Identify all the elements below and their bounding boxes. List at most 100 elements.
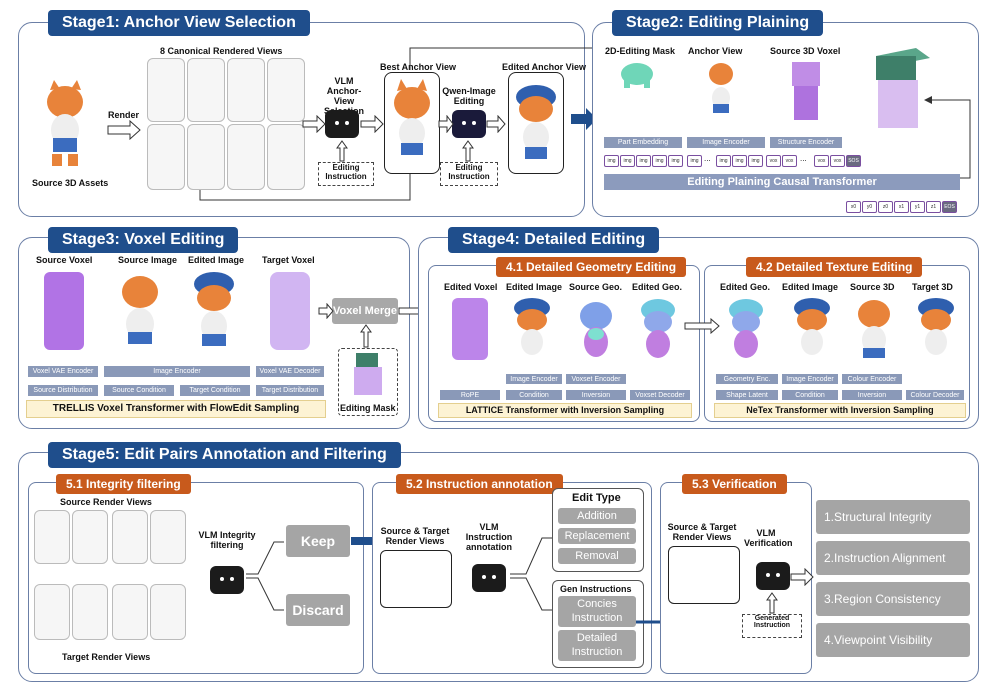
canonical-view-thumb: [147, 58, 185, 122]
structure-encoder-box: Structure Encoder: [770, 137, 842, 148]
source-voxel-label: Source 3D Voxel: [770, 46, 841, 56]
output-token: y1: [910, 201, 925, 213]
qwen-label: Qwen-Image Editing: [442, 86, 496, 106]
stage1-title: Stage1: Anchor View Selection: [48, 10, 310, 36]
canonical-view-thumb: [187, 58, 225, 122]
output-token: x0: [846, 201, 861, 213]
s5-target-thumb: [112, 584, 148, 640]
verification-title: 5.3 Verification: [682, 474, 787, 494]
to-anchor-arrow: [360, 115, 384, 133]
s4-geo-col: Source Geo.: [569, 282, 623, 292]
s4-tex-col: Source 3D: [850, 282, 895, 292]
gen-instr-label: Gen Instructions: [560, 584, 632, 594]
voxel-merge-box: Voxel Merge: [332, 298, 398, 324]
s5-source-thumb: [72, 510, 108, 564]
canonical-view-thumb: [267, 58, 305, 122]
s4-image-encoder: Image Encoder: [506, 374, 562, 384]
render-label: Render: [108, 110, 140, 120]
check-item: 4.Viewpoint Visibility: [816, 623, 970, 657]
image-encoder-box: Image Encoder: [687, 137, 765, 148]
token-ellipsis: ...: [800, 154, 807, 163]
stage1-loop-lines: [199, 44, 610, 201]
netex-transformer-bar: NeTex Transformer with Inversion Samplin…: [714, 403, 966, 418]
s4-geo-col: Edited Geo.: [632, 282, 683, 292]
editing-mask-icon: [621, 63, 653, 88]
voxel-vae-encoder: Voxel VAE Encoder: [28, 366, 98, 377]
check-item: 2.Instruction Alignment: [816, 541, 970, 575]
s3-col-label: Source Voxel: [36, 255, 93, 265]
token-vox: vox: [766, 155, 781, 167]
instruction-up-arrow-2: [462, 140, 474, 162]
trellis-transformer-bar: TRELLIS Voxel Transformer with FlowEdit …: [26, 400, 326, 418]
edit-type-label: Edit Type: [572, 492, 621, 504]
s4-edited-image: [514, 298, 550, 355]
gen-instr-item: Detailed Instruction: [558, 630, 636, 661]
verif-to-checks-arrow: [790, 568, 814, 586]
output-token: z0: [878, 201, 893, 213]
lattice-transformer-bar: LATTICE Transformer with Inversion Sampl…: [438, 403, 692, 418]
token-ellipsis: ...: [704, 154, 711, 163]
s3-col-label: Source Image: [118, 255, 178, 265]
to-voxel-merge-arrow: [318, 303, 334, 319]
s4-geo-cond: Condition: [506, 390, 562, 400]
stage1-to-stage2-arrow: [571, 108, 597, 130]
mask-up-arrow: [360, 324, 372, 348]
stage3-title: Stage3: Voxel Editing: [48, 227, 239, 253]
tex-edited-image: [794, 298, 830, 355]
token-vox: vox: [782, 155, 797, 167]
generated-instruction-box: Generated Instruction: [742, 614, 802, 638]
check-item: 1.Structural Integrity: [816, 500, 970, 534]
source-views-label: Source Render Views: [60, 497, 152, 507]
output-token: EOS: [942, 201, 957, 213]
geo-editing-title: 4.1 Detailed Geometry Editing: [496, 257, 687, 277]
voxel-vae-decoder: Voxel VAE Decoder: [256, 366, 324, 377]
to-vlm-arrow: [302, 115, 326, 133]
token-img: img: [732, 155, 747, 167]
edit-type-item: Replacement: [558, 528, 636, 544]
st-views-grid-2: [668, 546, 740, 604]
st-views-grid: [380, 550, 452, 608]
stage4-title: Stage4: Detailed Editing: [448, 227, 660, 253]
token-img: img: [652, 155, 667, 167]
s5-target-thumb: [150, 584, 186, 640]
stage2-title: Stage2: Editing Plaining: [612, 10, 824, 36]
s3-cond: Target Condition: [180, 385, 250, 396]
qwen-robot-icon: [452, 110, 486, 138]
anchor-view-label: Anchor View: [688, 46, 743, 56]
token-vox: vox: [814, 155, 829, 167]
s4-geo-cond: Voxset Decoder: [630, 390, 690, 400]
tex-source-3d: [858, 300, 890, 358]
causal-transformer-bar: Editing Plaining Causal Transformer: [604, 174, 960, 190]
edited-image-cat: [194, 272, 234, 346]
output-token: y0: [862, 201, 877, 213]
vlm-integrity-label: VLM Integrity filtering: [198, 530, 256, 550]
token-img: img: [687, 155, 702, 167]
verif-robot-icon: [756, 562, 790, 590]
s3-cond: Target Distribution: [256, 385, 324, 396]
source-3d-asset: [38, 80, 93, 170]
s4-tex-cond: Colour Decoder: [906, 390, 964, 400]
source-voxel-purple: [44, 272, 84, 350]
source-image-cat: [122, 276, 158, 344]
tex-edited-geo: [729, 299, 763, 358]
st-views-label: Source & Target Render Views: [380, 526, 450, 546]
to-qwen-arrow: [438, 115, 454, 133]
gen-instr-item: Concies Instruction: [558, 596, 636, 627]
keep-box: Keep: [286, 525, 350, 557]
s4-tex-cond: Inversion: [842, 390, 902, 400]
s4-tex-cond: Shape Latent: [716, 390, 778, 400]
edit-type-item: Addition: [558, 508, 636, 524]
instruction-up-arrow: [336, 140, 348, 162]
st-views-label-2: Source & Target Render Views: [667, 522, 737, 542]
check-item: 3.Region Consistency: [816, 582, 970, 616]
token-img: img: [668, 155, 683, 167]
instr-fork-arrows: [510, 537, 552, 611]
token-sos: SOS: [846, 155, 861, 167]
s5-target-thumb: [34, 584, 70, 640]
s5-source-thumb: [150, 510, 186, 564]
vlm-instr-label: VLM Instruction annotation: [465, 522, 513, 552]
editing-mask-box: [338, 348, 398, 416]
editing-mask-label: Editing Mask: [340, 403, 396, 413]
edit-type-item: Removal: [558, 548, 636, 564]
s3-col-label: Target Voxel: [262, 255, 315, 265]
